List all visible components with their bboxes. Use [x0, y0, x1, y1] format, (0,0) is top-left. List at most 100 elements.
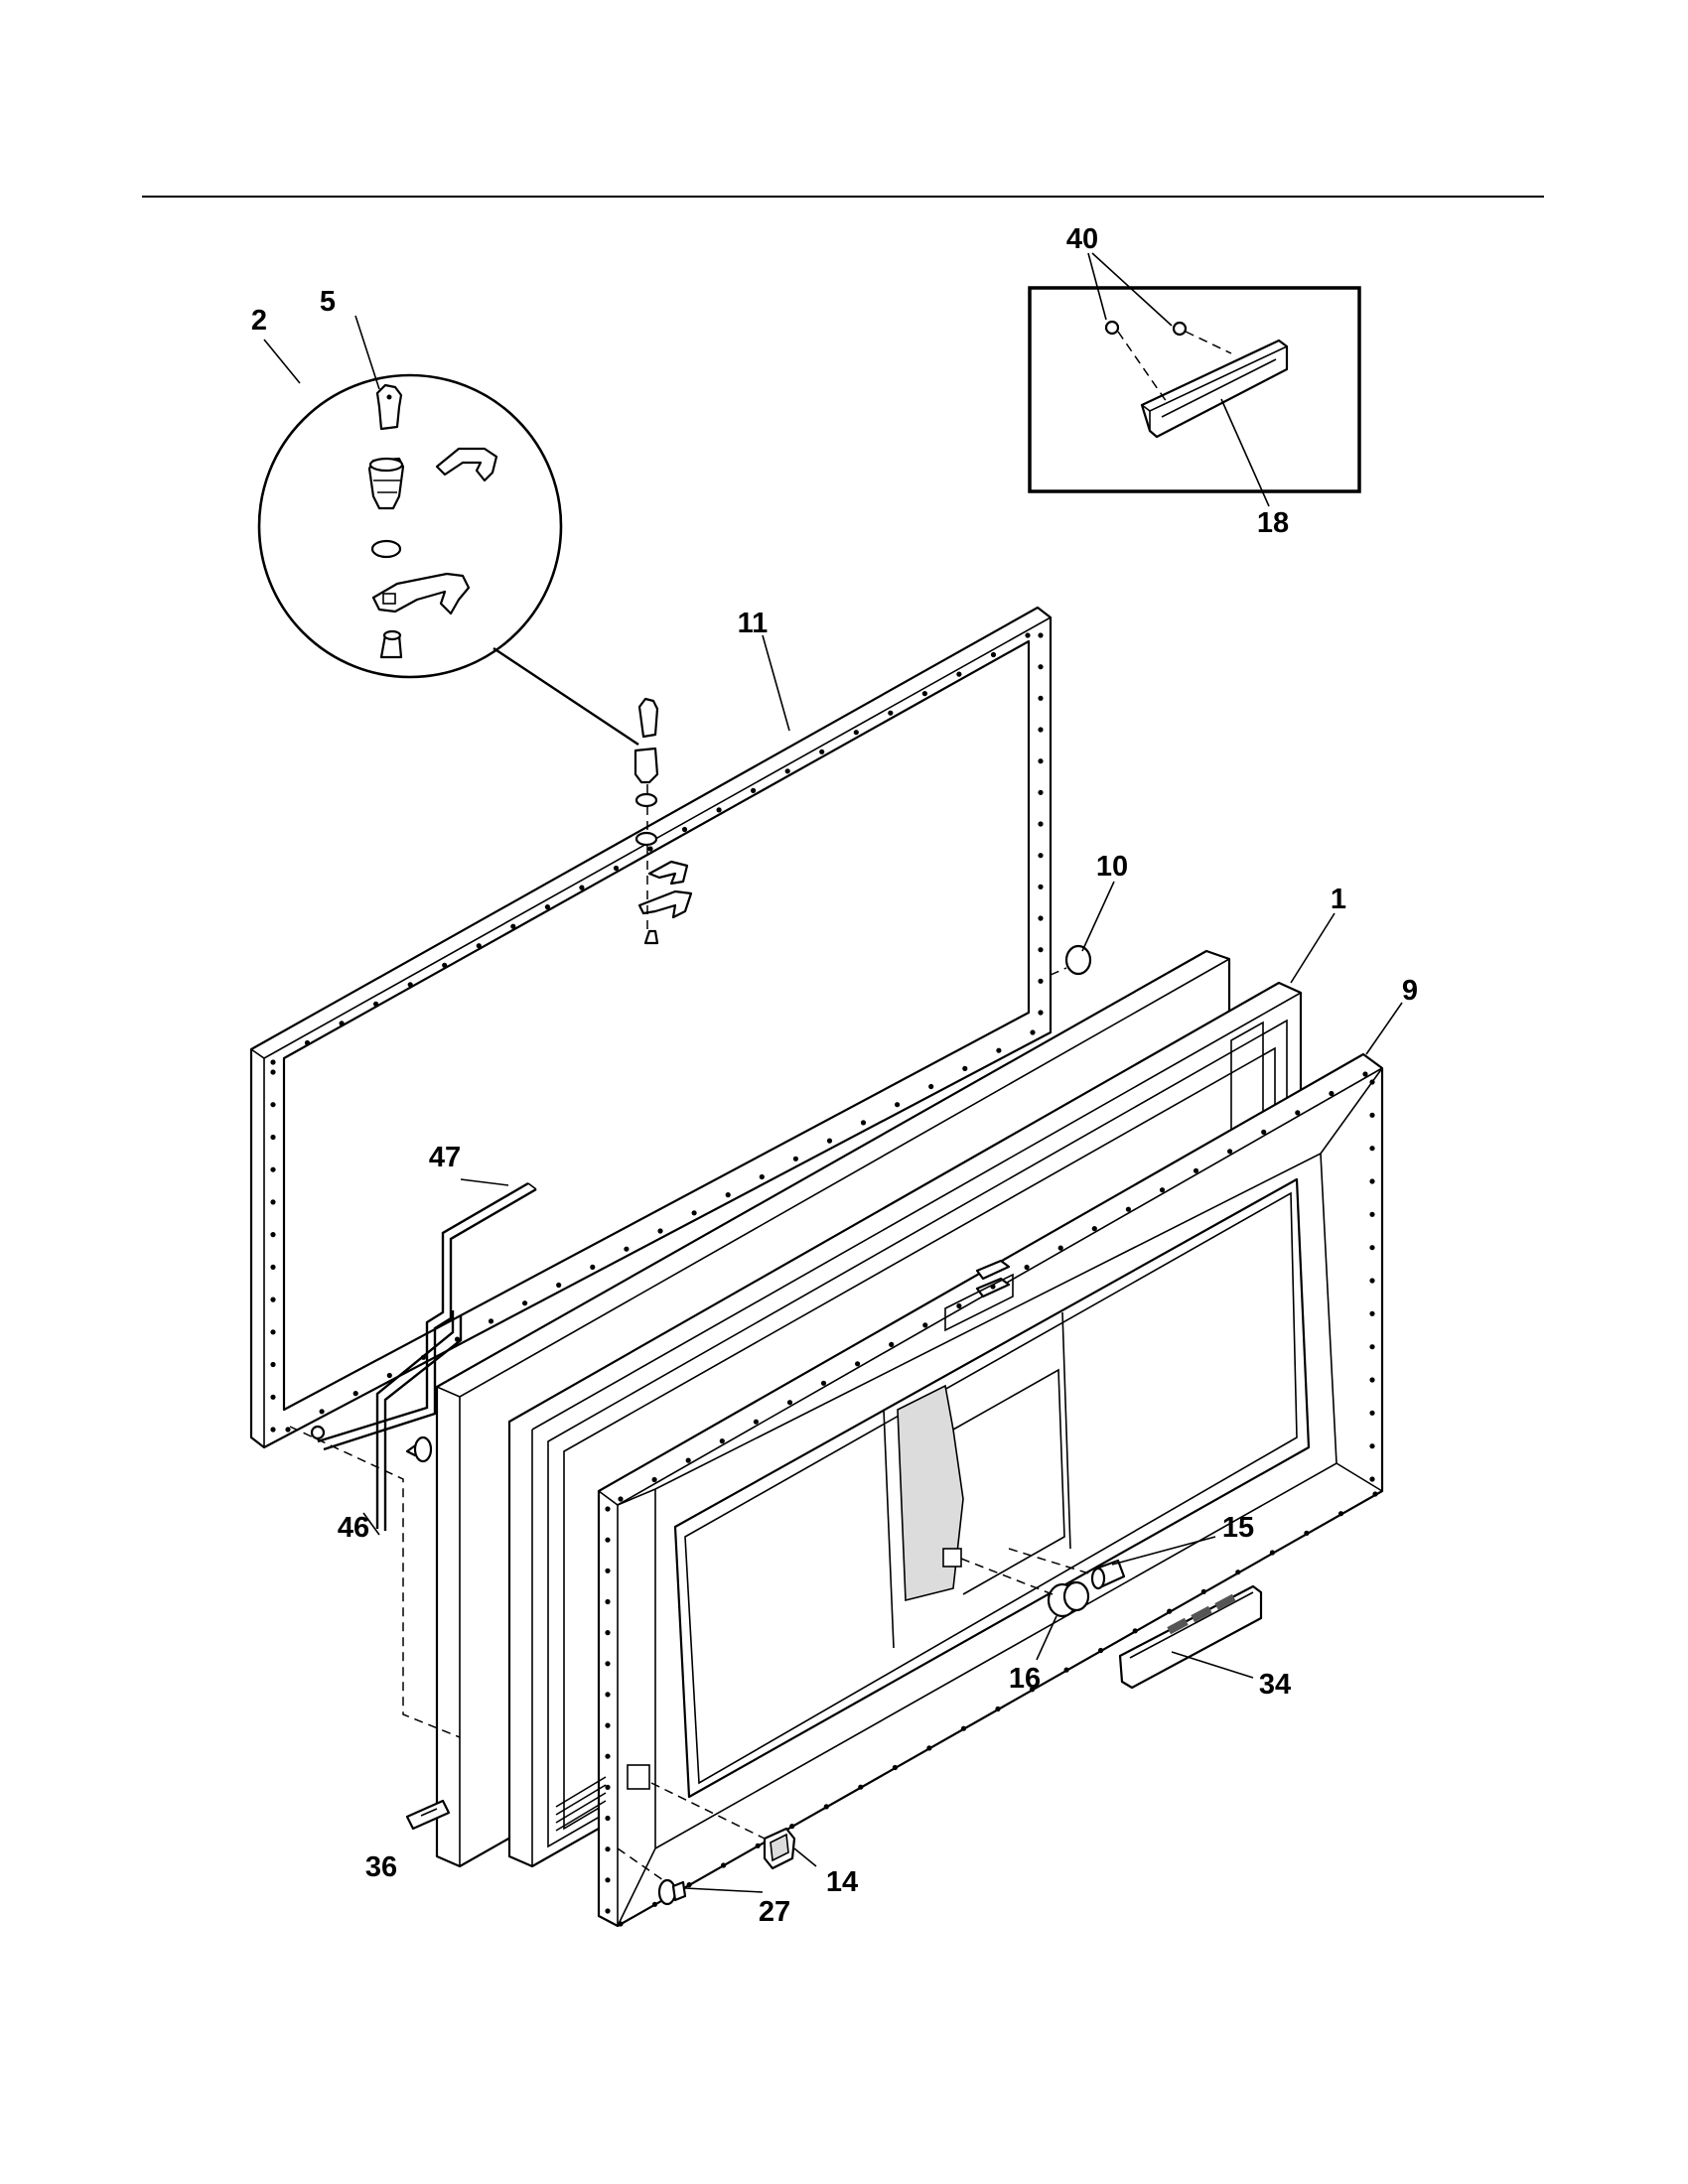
mounting-hole — [270, 1166, 276, 1172]
mounting-hole — [270, 1134, 276, 1141]
mounting-hole — [888, 710, 894, 716]
mounting-hole — [386, 1372, 392, 1379]
mounting-hole — [605, 1877, 611, 1883]
mounting-hole — [1038, 632, 1044, 638]
mounting-hole — [1369, 1344, 1375, 1350]
callout-15: 15 — [1222, 1512, 1254, 1544]
mounting-hole — [1337, 1511, 1344, 1517]
mounting-hole — [1024, 1264, 1030, 1271]
mounting-hole — [1038, 664, 1044, 670]
mounting-hole — [1057, 1245, 1063, 1251]
mounting-hole — [442, 962, 448, 968]
mounting-hole — [270, 1394, 276, 1400]
mounting-hole — [691, 1210, 697, 1216]
mounting-hole — [339, 1021, 345, 1026]
mounting-hole — [1369, 1278, 1375, 1284]
mounting-hole — [1038, 915, 1044, 921]
mounting-hole — [651, 1901, 658, 1907]
mounting-hole — [605, 1815, 611, 1822]
mounting-hole — [1029, 1687, 1036, 1693]
mounting-hole — [685, 1457, 691, 1463]
mounting-hole — [1038, 1010, 1044, 1016]
mounting-hole — [789, 1824, 795, 1830]
mounting-hole — [1369, 1146, 1375, 1152]
mounting-hole — [990, 651, 997, 658]
mounting-hole — [605, 1846, 611, 1852]
mounting-hole — [1235, 1570, 1241, 1575]
mounting-hole — [960, 1725, 967, 1731]
callout-47: 47 — [429, 1142, 461, 1173]
mounting-hole — [860, 1120, 867, 1126]
mounting-hole — [786, 1400, 793, 1406]
mounting-hole — [1038, 884, 1044, 889]
bumper-10 — [1050, 944, 1092, 976]
plug-46 — [405, 1435, 433, 1463]
mounting-hole — [956, 1302, 962, 1309]
callout-34: 34 — [1259, 1669, 1291, 1701]
mounting-hole — [605, 1908, 611, 1914]
mounting-hole — [605, 1506, 611, 1512]
switch-14 — [763, 1827, 796, 1870]
callout-11: 11 — [738, 608, 769, 639]
callout-27: 27 — [759, 1896, 790, 1928]
mounting-hole — [823, 1804, 829, 1810]
mounting-hole — [605, 1722, 611, 1728]
callout-9: 9 — [1402, 975, 1418, 1007]
heater-wire-47 — [317, 1181, 537, 1531]
mounting-hole — [1369, 1443, 1375, 1449]
mounting-hole — [858, 1784, 864, 1790]
callout-1: 1 — [1331, 884, 1346, 915]
mounting-hole — [751, 787, 757, 794]
mounting-hole — [1167, 1608, 1173, 1614]
screw-27 — [657, 1878, 687, 1906]
mounting-hole — [544, 904, 551, 910]
mounting-holes — [270, 632, 1378, 1927]
mounting-hole — [926, 1745, 932, 1751]
mounting-hole — [1304, 1530, 1310, 1536]
mounting-hole — [605, 1598, 611, 1605]
mounting-hole — [590, 1264, 596, 1270]
mounting-hole — [1369, 1079, 1375, 1085]
mounting-hole — [716, 807, 722, 813]
mounting-hole — [488, 1318, 494, 1324]
mounting-hole — [1261, 1129, 1267, 1135]
mounting-hole — [605, 1568, 611, 1573]
mounting-hole — [270, 1329, 276, 1335]
mounting-hole — [1193, 1167, 1199, 1173]
callout-40: 40 — [1066, 223, 1098, 255]
mounting-hole — [407, 982, 413, 988]
mounting-hole — [892, 1764, 899, 1771]
mounting-hole — [319, 1409, 325, 1415]
mounting-hole — [605, 1537, 611, 1543]
mounting-hole — [784, 768, 790, 774]
mounting-hole — [605, 1692, 611, 1698]
callout-2: 2 — [251, 305, 267, 337]
mounting-hole — [792, 1156, 799, 1161]
mounting-hole — [1098, 1647, 1104, 1654]
mounting-hole — [1369, 1211, 1375, 1217]
callout-46: 46 — [338, 1512, 369, 1544]
mounting-hole — [270, 1059, 276, 1065]
callout-5: 5 — [320, 286, 336, 318]
mounting-hole — [352, 1391, 358, 1397]
mounting-hole — [1091, 1226, 1097, 1232]
callout-16: 16 — [1009, 1663, 1041, 1695]
mounting-hole — [651, 1476, 657, 1483]
mounting-hole — [1038, 821, 1044, 827]
mounting-hole — [579, 885, 585, 890]
mounting-hole — [605, 1661, 611, 1667]
mounting-hole — [855, 1361, 861, 1367]
mounting-hole — [1295, 1110, 1301, 1116]
vent-cover-34 — [1118, 1584, 1263, 1690]
mounting-hole — [1372, 1491, 1378, 1497]
mounting-hole — [304, 1039, 311, 1046]
mounting-hole — [1030, 1029, 1036, 1035]
callout-10: 10 — [1096, 851, 1128, 883]
mounting-hole — [1038, 978, 1044, 984]
mounting-hole — [990, 1284, 996, 1290]
mounting-hole — [725, 1192, 731, 1198]
mounting-hole — [624, 1246, 630, 1252]
mounting-hole — [1063, 1667, 1069, 1673]
mounting-hole — [895, 1102, 901, 1108]
